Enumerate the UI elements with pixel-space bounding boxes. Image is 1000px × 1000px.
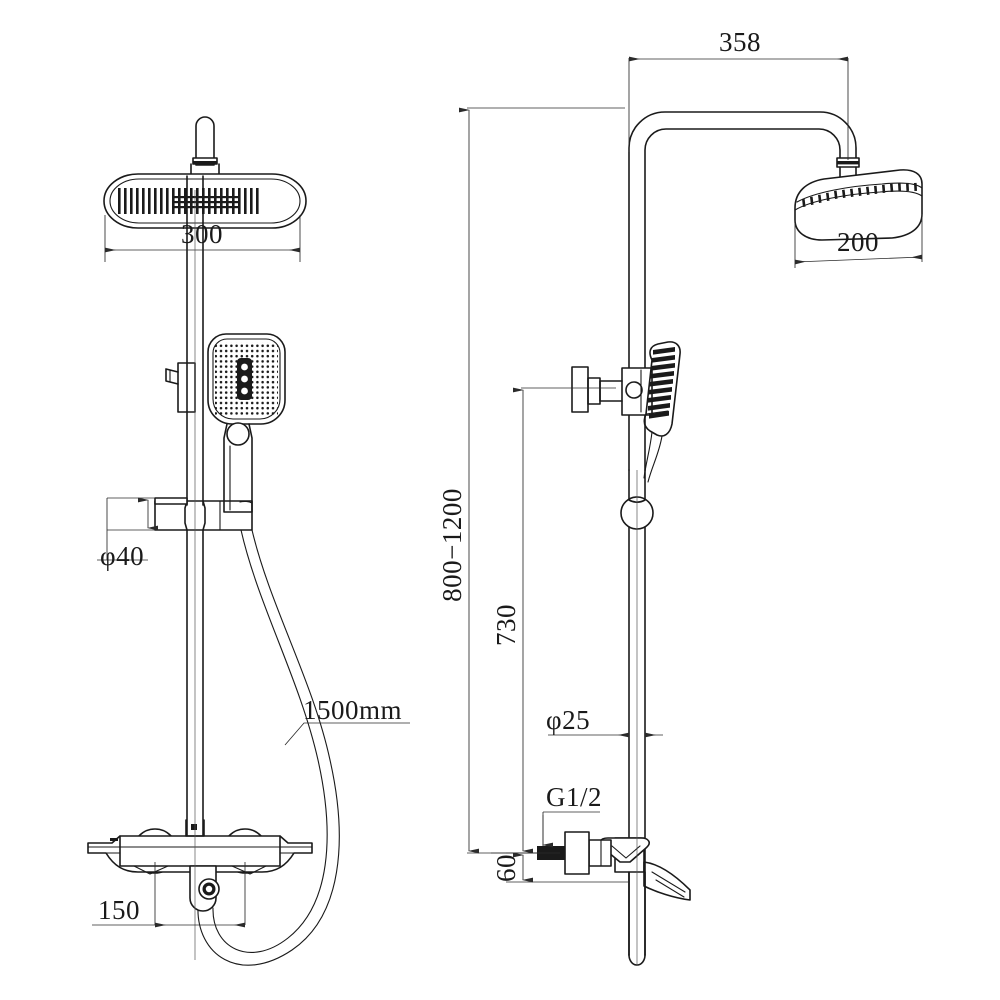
- dim-arm-projection: 358: [628, 27, 849, 160]
- front-upper-slider-bracket: [165, 362, 196, 413]
- dim-label-head-width-front: 300: [181, 219, 223, 249]
- front-riser-rail: [186, 175, 204, 839]
- dim-label-inlet-thread: G1/2: [546, 782, 602, 812]
- dim-label-spout-projection: 150: [98, 895, 140, 925]
- side-shower-hose: [643, 431, 663, 483]
- side-nozzle-row: [802, 182, 918, 207]
- dim-inlet-thread: G1/2: [542, 782, 602, 848]
- dim-rail-height: 730: [491, 387, 616, 854]
- front-elevation-view: [87, 116, 340, 966]
- dim-label-rail-height: 730: [491, 604, 521, 646]
- dim-bracket-dia: φ40: [97, 497, 158, 571]
- dim-spout-projection: 150: [92, 862, 246, 928]
- side-slider-bracket: [571, 366, 653, 416]
- dim-label-hose-length: 1500mm: [303, 695, 402, 725]
- front-dimensions: 300 φ40 1500mm: [92, 190, 410, 960]
- front-thermostatic-mixer: [87, 819, 313, 912]
- dim-inlet-height: 60: [491, 852, 628, 883]
- dim-label-inlet-height: 60: [491, 854, 521, 882]
- dim-rail-dia: φ25: [546, 705, 663, 738]
- dim-label-rail-height-range: 800−1200: [437, 488, 467, 602]
- side-nozzle-ribs: [648, 347, 675, 419]
- dim-label-rail-dia: φ25: [546, 705, 590, 735]
- front-shower-hose: [197, 529, 340, 966]
- dim-hose-length: 1500mm: [284, 695, 410, 746]
- dim-rail-height-range: 800−1200: [437, 107, 625, 854]
- front-top-inlet: [190, 116, 220, 177]
- side-shower-arm: [628, 111, 857, 471]
- dim-label-head-width-side: 200: [837, 227, 879, 257]
- front-handheld-shower: [207, 333, 286, 513]
- dim-head-width-front: 300: [104, 215, 301, 262]
- front-lower-bracket: [154, 497, 253, 531]
- side-handheld-shower: [643, 341, 681, 437]
- dim-label-bracket-dia: φ40: [100, 541, 144, 571]
- side-dimensions: 358 200 800−1200 730: [437, 27, 923, 965]
- dim-head-width-side: 200: [794, 214, 923, 268]
- side-mixer-and-spout: [491, 831, 691, 956]
- dim-label-arm-projection: 358: [719, 27, 761, 57]
